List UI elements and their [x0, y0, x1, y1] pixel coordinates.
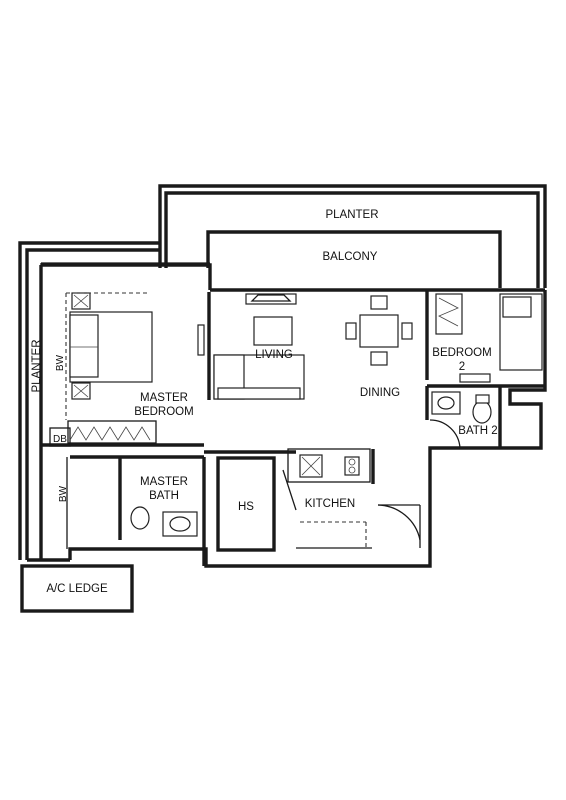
bw-upper-label: BW: [55, 354, 66, 371]
master-bedroom-label-line1: MASTER: [140, 392, 188, 404]
bath2-toilet: [472, 400, 492, 424]
exterior-walls: [18, 184, 547, 613]
hs-label: HS: [238, 501, 254, 513]
bedroom2-label-line2: 2: [459, 361, 465, 373]
bw-lower-label: BW: [58, 485, 69, 502]
kitchen-label: KITCHEN: [305, 498, 355, 510]
bath2-label: BATH 2: [458, 425, 497, 437]
ac-ledge-label: A/C LEDGE: [46, 583, 108, 595]
interior-walls: [41, 290, 545, 566]
planter-top-label: PLANTER: [325, 209, 378, 221]
planter-left-label: PLANTER: [31, 339, 43, 392]
bedroom2-label-line1: BEDROOM: [432, 347, 491, 359]
tv-console: [245, 293, 297, 305]
db-label: DB: [53, 434, 67, 445]
dining-table: [359, 314, 399, 348]
balcony-label: BALCONY: [323, 251, 378, 263]
living-label: LIVING: [255, 349, 293, 361]
master-bath-label-line2: BATH: [149, 490, 179, 502]
dining-label: DINING: [360, 387, 400, 399]
master-bedroom-label-line2: BEDROOM: [134, 406, 193, 418]
kitchen-sink: [344, 456, 360, 476]
master-bath-toilet: [130, 506, 150, 530]
fixtures: [65, 292, 543, 537]
room-labels: PLANTER BALCONY PLANTER BW LIVING DINING…: [31, 209, 498, 595]
master-bath-label-line1: MASTER: [140, 476, 188, 488]
